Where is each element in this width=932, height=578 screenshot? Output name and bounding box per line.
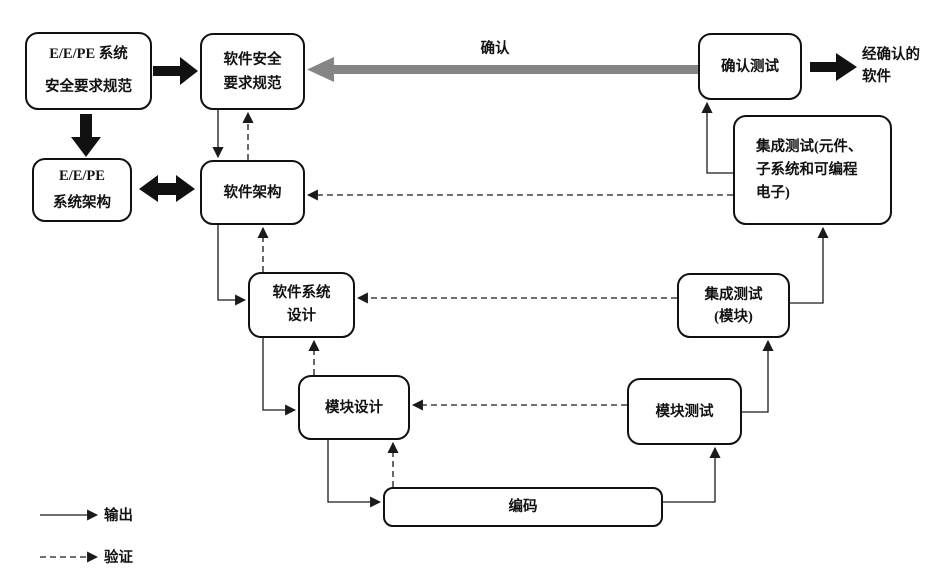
connector-intmodule-to-intpe: [790, 226, 829, 304]
connector-sysdesign-to-moddesign: [262, 338, 297, 416]
validation-arrow-label: 确认: [480, 41, 510, 57]
arrow-eepe-arch-sw-arch-double: [139, 175, 195, 202]
box-software-system-design: 软件系统 设计: [248, 272, 355, 338]
box-validation-testing: 确认测试: [698, 33, 802, 100]
connector-intpe-to-validtest: [701, 101, 733, 174]
verification-connectors: [40, 111, 733, 563]
box-module-design: 模块设计: [298, 375, 410, 440]
box-software-safety-requirements: 软件安全 要求规范: [200, 33, 305, 110]
legend-verification-label: 验证: [104, 550, 133, 566]
box-module-testing: 模块测试: [627, 378, 742, 445]
arrow-eepe-req-to-sw-req: [153, 57, 198, 85]
connector-moddesign-to-coding: [327, 440, 382, 508]
validation-gray-arrow: [307, 57, 698, 82]
block-arrows: [71, 53, 857, 202]
connector-coding-to-modtest: [663, 446, 721, 503]
box-software-architecture: 软件架构: [200, 160, 305, 225]
connector-modtest-to-intmodule: [742, 339, 774, 413]
arrow-eepe-req-to-eepe-arch: [71, 114, 101, 157]
arrow-validtest-to-validated-sw: [810, 53, 857, 81]
box-eepe-system-architecture: E/E/PE 系统架构: [32, 158, 132, 222]
connector-swarch-to-sysdesign: [217, 225, 247, 306]
box-integration-testing-pe: 集成测试(元件、 子系统和可编程 电子): [733, 115, 892, 225]
box-coding: 编码: [383, 487, 663, 527]
box-eepe-system-safety-requirements: E/E/PE 系统 安全要求规范: [25, 32, 152, 110]
output-connectors: [40, 101, 829, 521]
legend-output-label: 输出: [104, 508, 133, 524]
box-integration-testing-module: 集成测试 (模块): [677, 273, 790, 338]
validated-software-label: 经确认的 软件: [862, 47, 920, 85]
